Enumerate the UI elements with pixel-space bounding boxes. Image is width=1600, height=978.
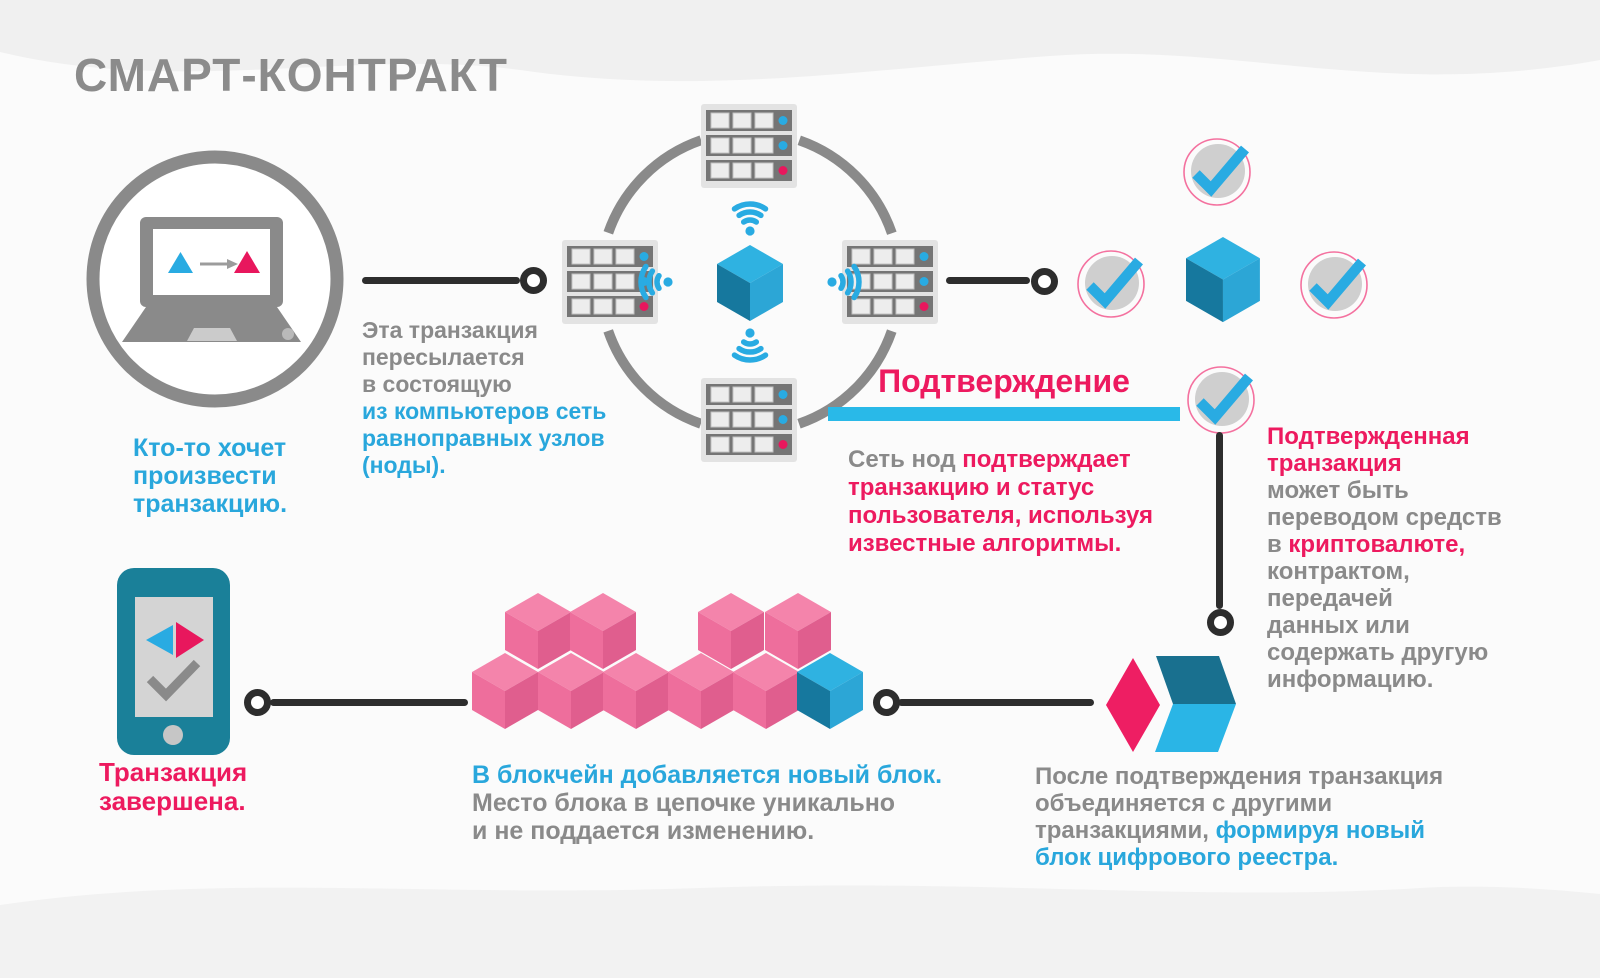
checkmark-badge-icon-top [1184,139,1250,205]
check-icon [146,659,201,702]
chevron-block-top [1156,656,1236,704]
smartphone-icon [117,568,230,755]
confirmation-heading: Подтверждение [878,363,1130,399]
wifi-signal-icon-up [735,204,766,236]
new-block-cube-icon [797,653,863,729]
connector-blockchain-merge-line [898,699,1094,706]
confirmation-underline-bar [828,407,1180,421]
connector-phone-blockchain-ring [244,689,271,716]
connector-laptop-network-ring [520,267,547,294]
wifi-signal-icon-down [735,328,766,360]
pink-triangle-icon [176,622,204,658]
laptop-icon [122,217,301,342]
checkmark-badge-icon-right [1301,252,1367,318]
pink-triangle-icon [234,251,260,273]
blue-triangle-icon [146,625,173,655]
connector-network-checks-ring [1031,268,1058,295]
chevron-block-bottom [1155,704,1236,752]
server-rack-icon-top [700,103,798,189]
merge-icon [1106,656,1236,752]
verified-cube-icon [1186,237,1260,323]
checkmark-badge-icon-bottom [1188,367,1254,433]
transaction-cube-icon [717,245,783,321]
diamond-icon [1106,658,1160,752]
blue-triangle-icon [168,252,193,273]
blockchain-cubes [472,593,863,729]
page-title: СМАРТ-КОНТРАКТ [74,49,508,101]
connector-checks-merge-ring [1207,609,1234,636]
laptop-circle [86,150,344,408]
connector-phone-blockchain-line [270,699,468,706]
blockchain-note: В блокчейн добавляется новый блок.Место … [472,761,943,845]
connector-laptop-network-line [362,277,520,284]
connector-network-checks-line [946,277,1030,284]
home-button [163,725,183,745]
connector-checks-merge-line [1216,432,1223,609]
connector-blockchain-merge-ring [873,689,900,716]
checkmark-badge-icon-left [1078,251,1144,317]
server-rack-icon-bottom [700,377,798,463]
